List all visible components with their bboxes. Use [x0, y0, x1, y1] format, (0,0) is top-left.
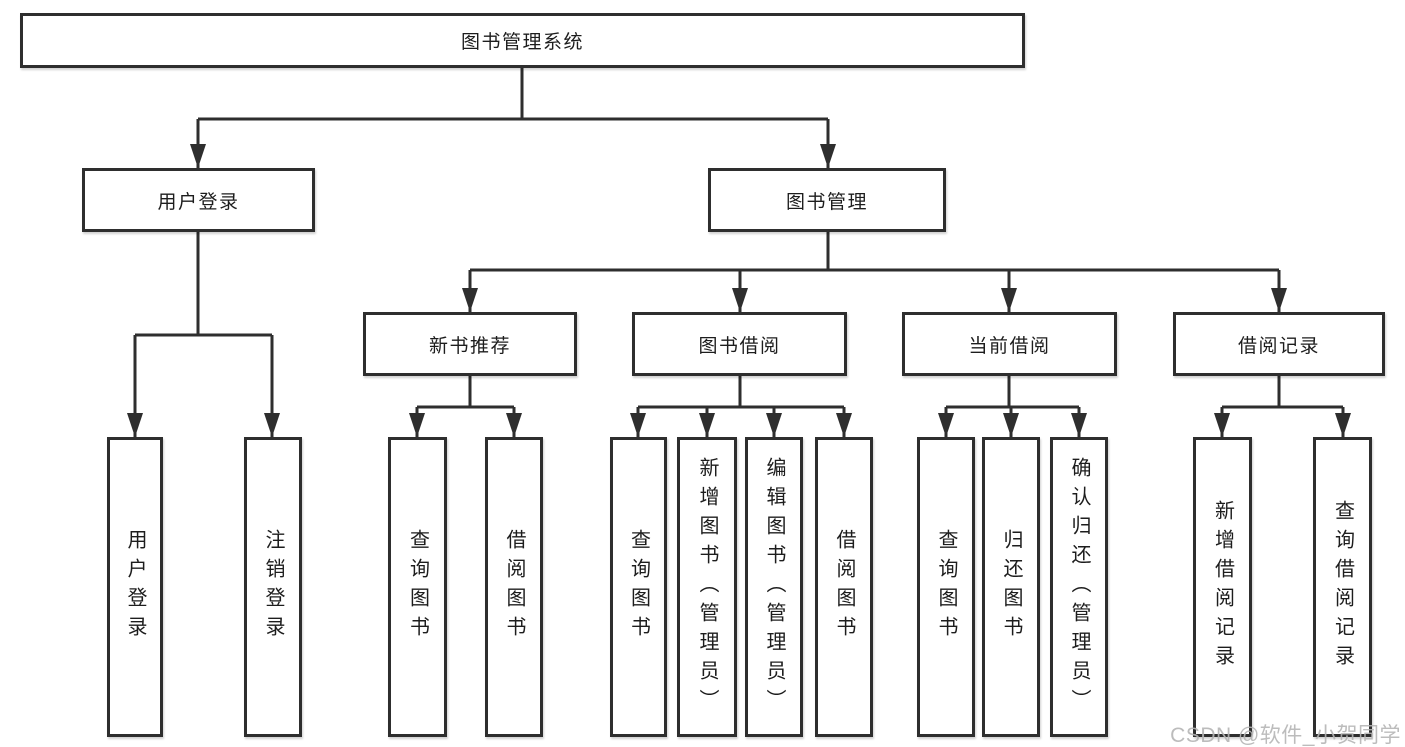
node-book-borrow-label: 图书借阅 [698, 335, 781, 357]
leaf-edit-books-admin-label: 编辑图书（管理员） [763, 456, 785, 718]
leaf-edit-books-admin: 编辑图书（管理员） [745, 437, 803, 737]
leaf-confirm-return-admin: 确认归还（管理员） [1050, 437, 1108, 737]
leaf-add-books-admin-label: 新增图书（管理员） [696, 456, 718, 718]
leaf-user-login-label: 用户登录 [124, 529, 146, 645]
leaf-newbook-borrow-books-label: 借阅图书 [503, 529, 525, 645]
node-current-borrow: 当前借阅 [902, 312, 1117, 376]
leaf-add-borrow-record: 新增借阅记录 [1193, 437, 1252, 737]
node-borrow-records-label: 借阅记录 [1237, 335, 1320, 357]
leaf-newbook-query-books-label: 查询图书 [406, 529, 429, 645]
leaf-return-books-label: 归还图书 [1000, 529, 1022, 645]
leaf-query-borrow-record: 查询借阅记录 [1313, 437, 1372, 737]
node-root: 图书管理系统 [20, 13, 1025, 68]
node-user-login: 用户登录 [82, 168, 315, 232]
leaf-borrow-books-label: 借阅图书 [833, 529, 855, 645]
node-book-borrow: 图书借阅 [632, 312, 847, 376]
node-borrow-records: 借阅记录 [1173, 312, 1385, 376]
leaf-add-borrow-record-label: 新增借阅记录 [1211, 500, 1234, 674]
node-user-login-label: 用户登录 [157, 191, 240, 213]
node-book-management: 图书管理 [708, 168, 946, 232]
node-book-management-label: 图书管理 [785, 191, 868, 213]
leaf-add-books-admin: 新增图书（管理员） [677, 437, 737, 737]
leaf-return-books: 归还图书 [982, 437, 1040, 737]
leaf-query-borrow-record-label: 查询借阅记录 [1331, 500, 1354, 674]
node-new-book-recommend: 新书推荐 [363, 312, 577, 376]
node-root-label: 图书管理系统 [460, 32, 584, 53]
leaf-borrow-query-books: 查询图书 [610, 437, 667, 737]
leaf-user-login: 用户登录 [107, 437, 163, 737]
leaf-current-query-books: 查询图书 [917, 437, 975, 737]
leaf-current-query-books-label: 查询图书 [935, 529, 957, 645]
csdn-watermark: CSDN @软件_小贺同学 [1170, 724, 1401, 747]
node-new-book-recommend-label: 新书推荐 [428, 335, 511, 357]
leaf-borrow-books: 借阅图书 [815, 437, 873, 737]
leaf-logout-label: 注销登录 [262, 529, 284, 645]
leaf-logout: 注销登录 [244, 437, 302, 737]
leaf-confirm-return-admin-label: 确认归还（管理员） [1068, 456, 1090, 718]
node-current-borrow-label: 当前借阅 [968, 335, 1051, 357]
leaf-newbook-query-books: 查询图书 [388, 437, 447, 737]
leaf-newbook-borrow-books: 借阅图书 [485, 437, 543, 737]
leaf-borrow-query-books-label: 查询图书 [627, 529, 650, 645]
